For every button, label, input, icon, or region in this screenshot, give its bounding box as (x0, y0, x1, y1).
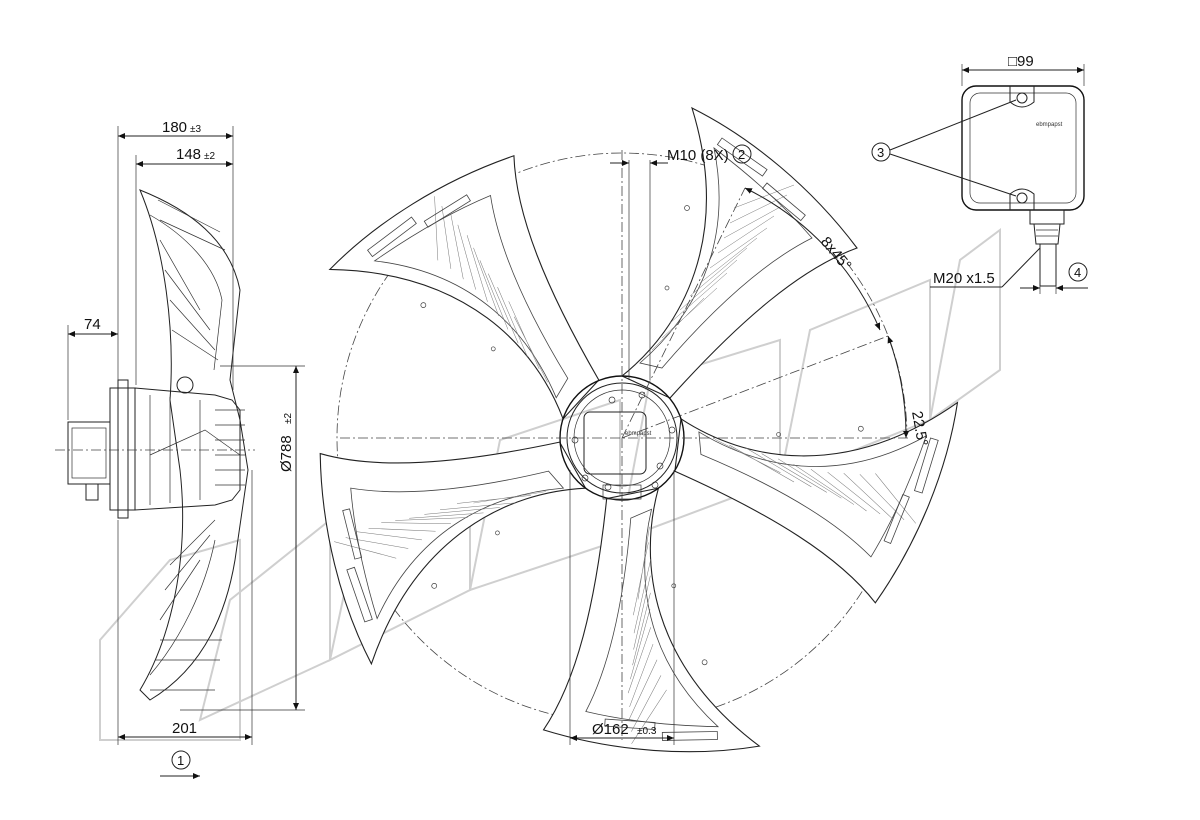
callout-airflow: 1 (177, 753, 184, 768)
dim-hub-diameter-tol: ±0.3 (637, 726, 657, 737)
callout-gland: 4 (1074, 265, 1081, 280)
box-brand: ebmpapst (1036, 122, 1063, 128)
dim-hub-diameter: Ø162 (592, 721, 629, 738)
screw-icon (1016, 192, 1028, 204)
screw-icon (1016, 92, 1028, 104)
dim-blade-depth: 201 (172, 720, 197, 737)
hub-label: ebmpapst (625, 431, 652, 437)
dim-angle-offset: 22.5° (908, 410, 931, 448)
dim-diameter-tol: ±2 (283, 413, 294, 424)
dim-overall-depth: 180 (162, 119, 187, 136)
dim-gland-thread: M20 x1.5 (933, 270, 995, 287)
front-view: ebmpapst M10 (8X) 2 8x45° 22.5° Ø162 ±0.… (237, 107, 1010, 820)
dim-box-offset: 74 (84, 316, 101, 333)
dim-motor-depth-tol: ±2 (204, 151, 215, 162)
dim-thread: M10 (8X) (667, 147, 729, 164)
dim-motor-depth: 148 (176, 146, 201, 163)
terminal-box: ebmpapst □99 3 M20 x1.5 4 (871, 53, 1088, 294)
cable-gland (1029, 209, 1065, 225)
hub-motor-plate (583, 411, 647, 475)
callout-screws: 3 (877, 145, 884, 160)
dim-diameter: Ø788 (278, 435, 295, 472)
dim-box-width: □99 (1008, 53, 1034, 70)
callout-thread: 2 (738, 147, 745, 162)
terminal-box-body (961, 85, 1085, 211)
callout-circle-1 (171, 750, 191, 770)
dim-overall-depth-tol: ±3 (190, 124, 201, 135)
side-view: 180 ±3 148 ±2 74 201 Ø788 ±2 1 (55, 119, 305, 779)
